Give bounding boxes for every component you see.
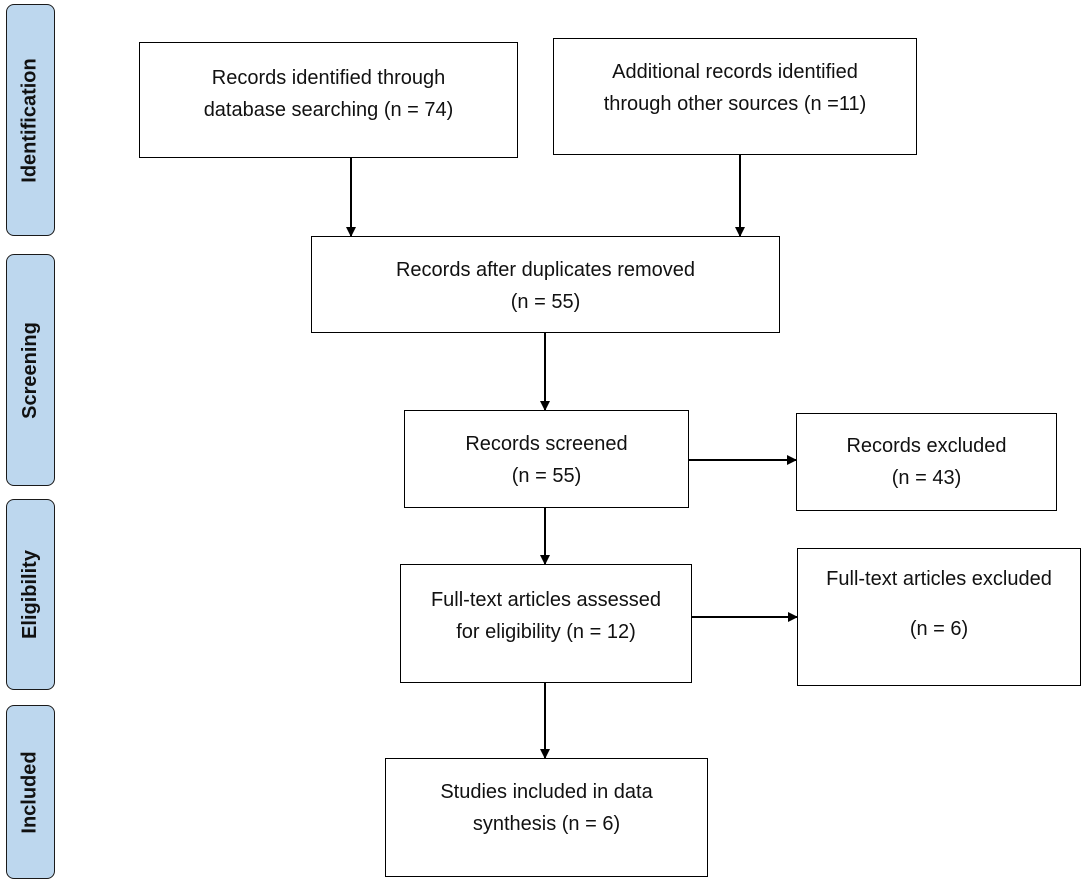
fulltext-excluded-box: Full-text articles excluded (n = 6): [797, 548, 1081, 686]
screened-line1: Records screened: [465, 433, 628, 455]
screened-box: Records screened (n = 55): [404, 410, 689, 508]
after-duplicates-line2: (n = 55): [510, 290, 581, 313]
database-records-line1: Records identified through: [211, 67, 446, 89]
phase-included: Included: [6, 705, 55, 879]
included-studies-line2: synthesis (n = 6): [472, 812, 621, 835]
other-records-line1: Additional records identified: [612, 61, 858, 83]
included-studies-box: Studies included in data synthesis (n = …: [385, 758, 708, 877]
other-records-box: Additional records identified through ot…: [553, 38, 917, 155]
records-excluded-line2: (n = 43): [891, 466, 962, 489]
phase-eligibility: Eligibility: [6, 499, 55, 690]
included-studies-line1: Studies included in data: [440, 781, 653, 803]
records-excluded-line1: Records excluded: [846, 435, 1007, 457]
screened-line2: (n = 55): [511, 464, 582, 487]
fulltext-assessed-box: Full-text articles assessed for eligibil…: [400, 564, 692, 683]
phase-identification: Identification: [6, 4, 55, 236]
after-duplicates-box: Records after duplicates removed (n = 55…: [311, 236, 780, 333]
phase-screening: Screening: [6, 254, 55, 486]
database-records-line2: database searching (n = 74): [203, 98, 454, 121]
fulltext-assessed-line1: Full-text articles assessed: [430, 589, 662, 611]
other-records-line2: through other sources (n =11): [603, 92, 867, 115]
fulltext-excluded-line2: (n = 6): [909, 618, 969, 640]
database-records-box: Records identified through database sear…: [139, 42, 518, 158]
fulltext-assessed-line2: for eligibility (n = 12): [456, 620, 636, 643]
fulltext-excluded-line1: Full-text articles excluded: [826, 568, 1052, 590]
records-excluded-box: Records excluded (n = 43): [796, 413, 1057, 511]
after-duplicates-line1: Records after duplicates removed: [395, 259, 696, 281]
